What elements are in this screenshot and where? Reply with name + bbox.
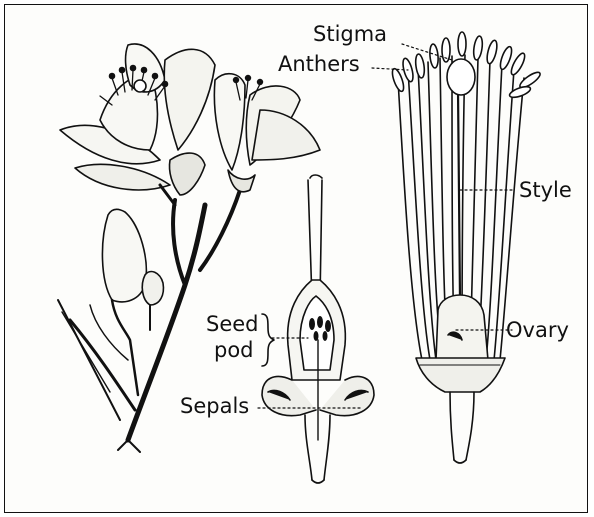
label-sepals: Sepals: [180, 396, 249, 417]
open-flower-right: [214, 74, 320, 192]
flower-cross-section: [262, 175, 374, 483]
label-style: Style: [519, 180, 572, 201]
label-seed-pod-line2: pod: [214, 340, 254, 361]
label-seed-pod-line1: Seed: [206, 314, 259, 335]
seed-pod-brace: [262, 314, 274, 366]
label-stigma: Stigma: [313, 24, 387, 45]
label-ovary: Ovary: [506, 320, 569, 341]
label-anthers: Anthers: [278, 54, 360, 75]
leader-anthers: [372, 68, 408, 70]
flower-buds: [90, 209, 163, 395]
stamen-cluster: [390, 32, 542, 463]
open-flower-left: [60, 44, 215, 205]
